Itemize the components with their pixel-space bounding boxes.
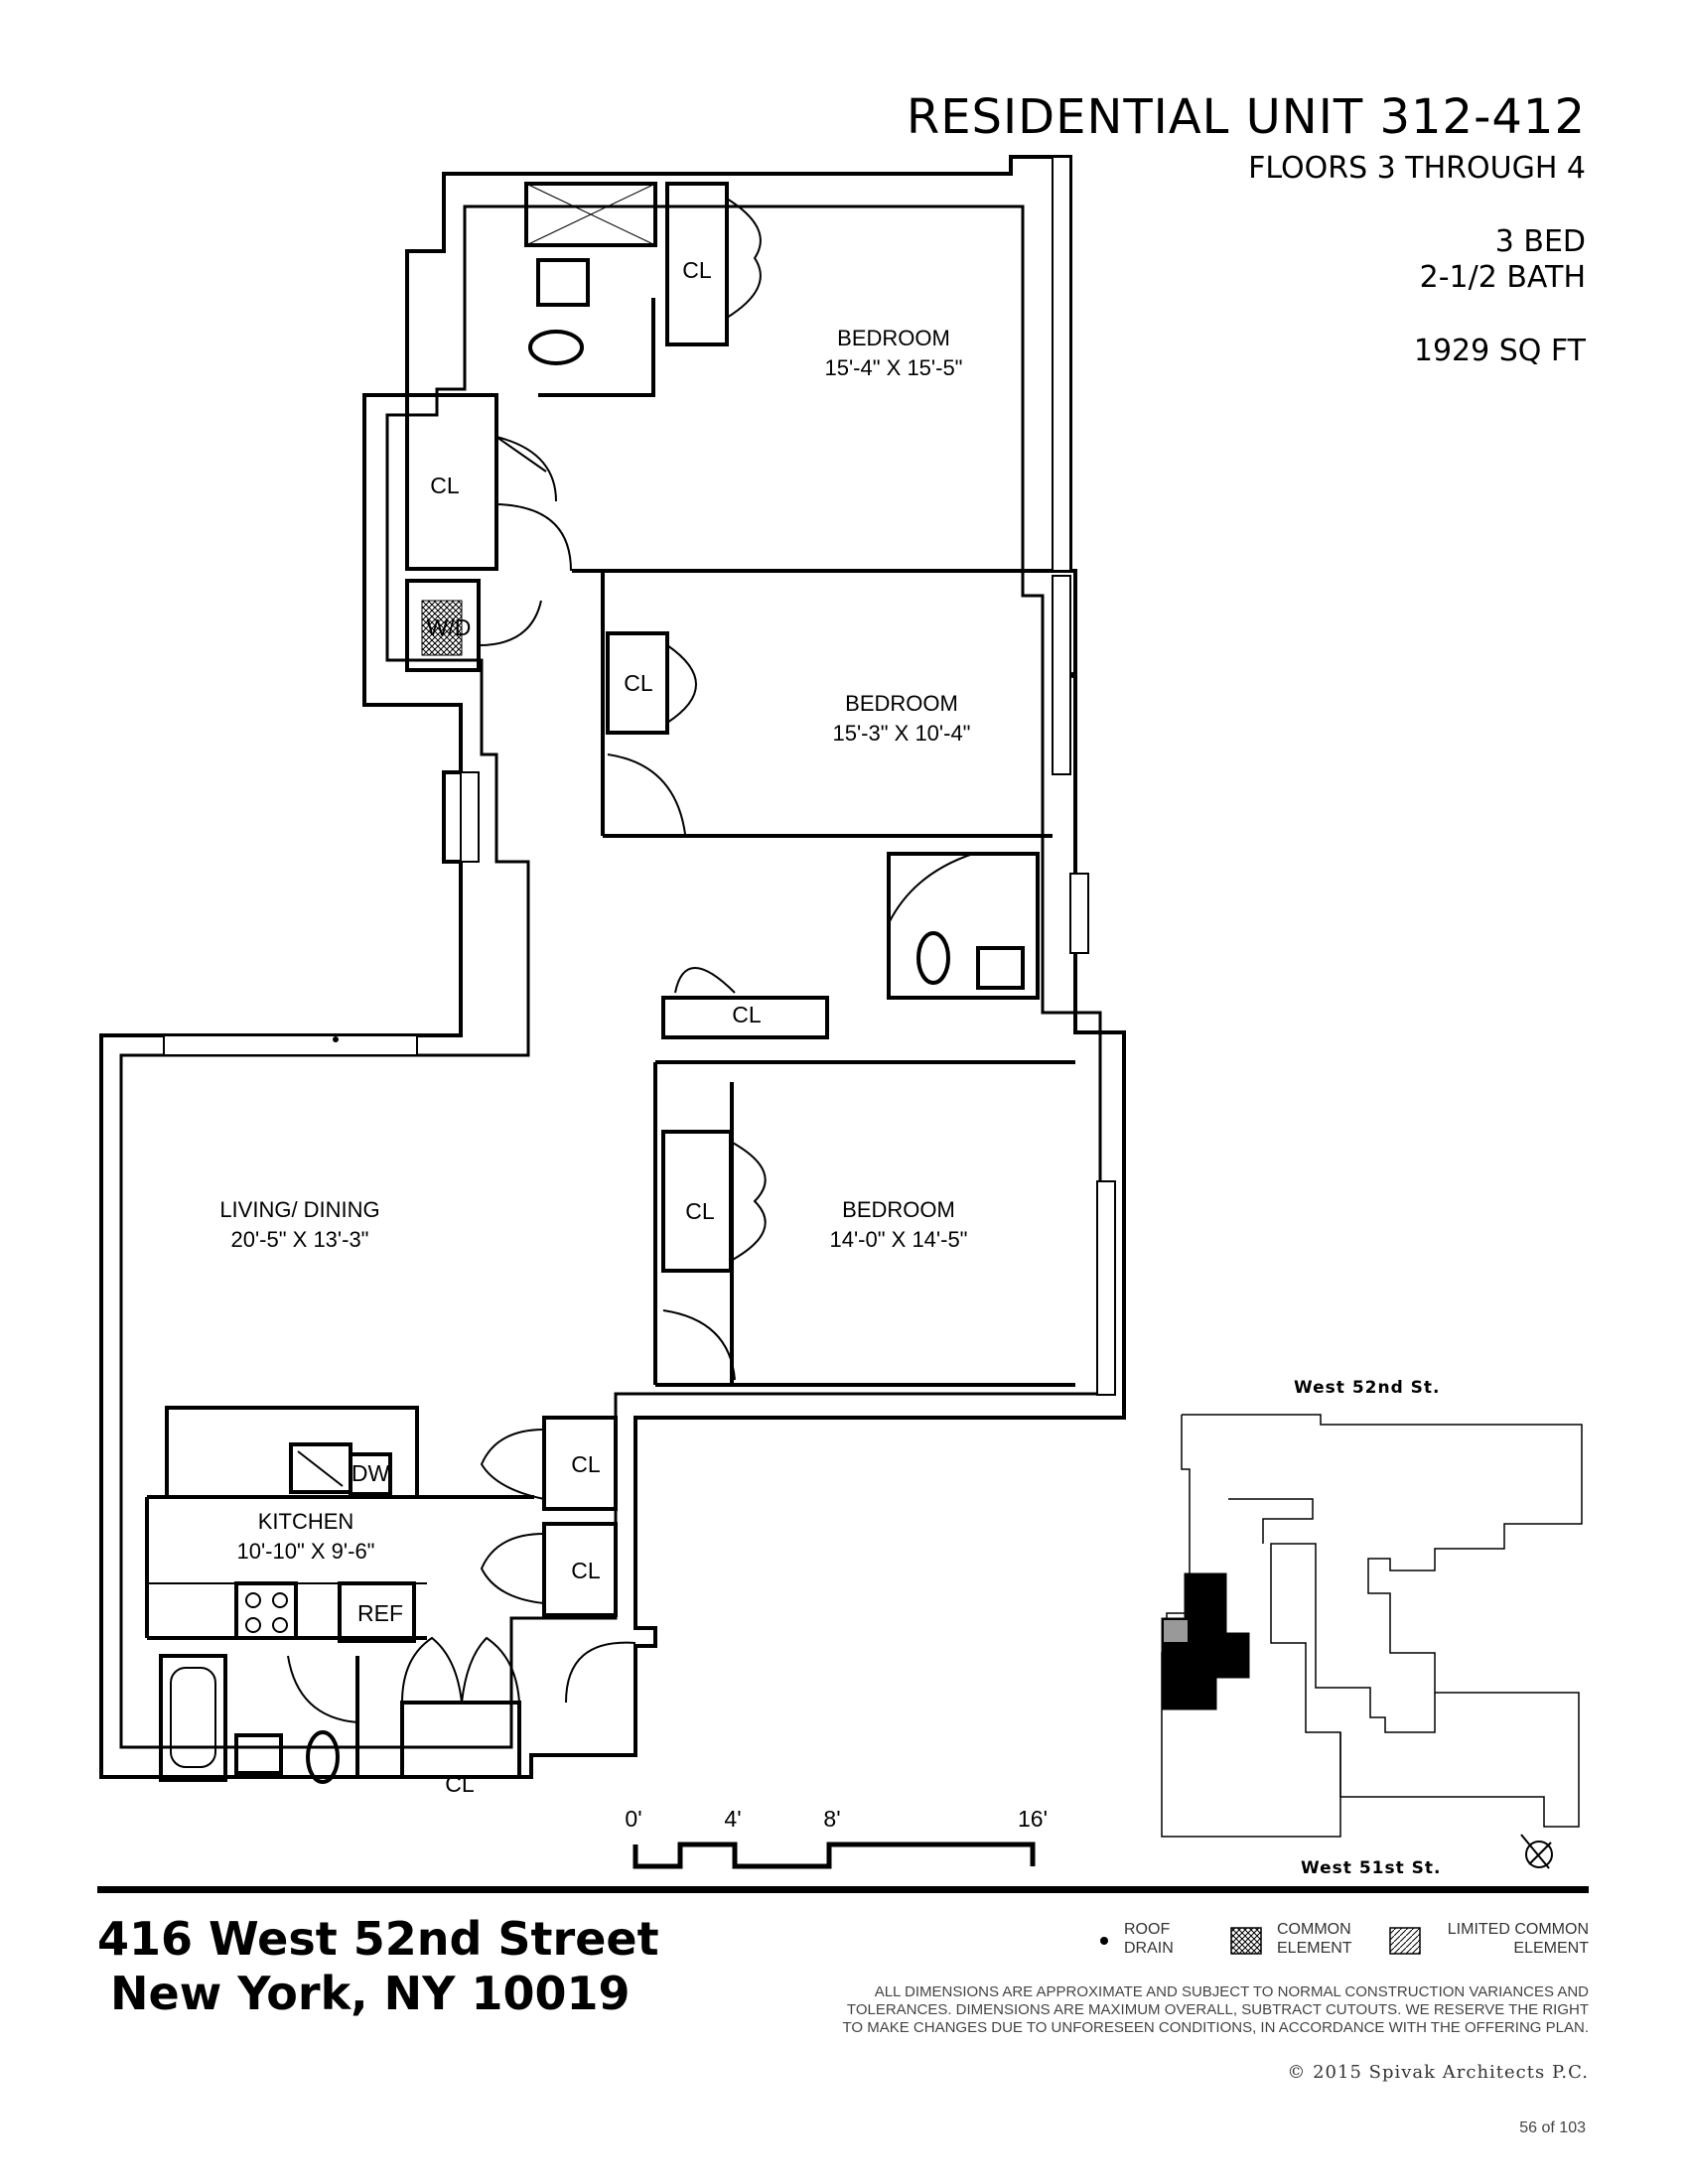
roof-drain-1	[1069, 672, 1075, 678]
scale-label-16: 16'	[1018, 1806, 1048, 1832]
scale-bar: 0' 4' 8' 16'	[625, 1806, 1048, 1869]
disclaimer-line-2: TOLERANCES. DIMENSIONS ARE MAXIMUM OVERA…	[846, 2001, 1589, 2018]
closet-label: CL	[571, 1451, 601, 1477]
bath2-toilet	[306, 1730, 340, 1784]
stove	[234, 1581, 298, 1640]
legend-common-element-line1: COMMON	[1277, 1921, 1351, 1938]
roof-drain-legend-icon	[1100, 1937, 1108, 1945]
bath2-sink	[234, 1733, 283, 1775]
hall-closet	[405, 393, 498, 571]
kitchen-closet-1	[542, 1416, 618, 1511]
windows-living	[163, 1034, 418, 1056]
refrigerator-outline	[338, 1581, 416, 1643]
bedroom3-label: BEDROOM	[842, 1197, 955, 1222]
disclaimer-line-1: ALL DIMENSIONS ARE APPROXIMATE AND SUBJE…	[874, 1983, 1589, 2000]
powder-room-sink	[976, 946, 1025, 990]
limited-common-element-legend-icon	[1389, 1927, 1421, 1955]
scale-label-4: 4'	[724, 1806, 741, 1832]
street-label-north: West 52nd St.	[1294, 1378, 1441, 1398]
powder-room-toilet	[916, 931, 950, 985]
address-line-1: 416 West 52nd Street	[97, 1912, 659, 1966]
closet-label: CL	[732, 1002, 762, 1027]
closet-label: CL	[685, 1198, 715, 1224]
bedroom2-label: BEDROOM	[845, 691, 958, 716]
street-label-south: West 51st St.	[1301, 1858, 1442, 1878]
legend-roof-drain: ROOF DRAIN	[1124, 1920, 1174, 1958]
bedroom2-closet	[606, 631, 669, 735]
legend-limited-common-line2: ELEMENT	[1513, 1940, 1589, 1957]
kitchen-closet-2	[542, 1522, 618, 1617]
floors-label: FLOORS 3 THROUGH 4	[1248, 151, 1586, 186]
common-element-legend-icon	[1230, 1927, 1262, 1955]
dishwasher-label: DW	[352, 1460, 390, 1486]
scale-label-0: 0'	[625, 1806, 641, 1832]
bath1-toilet	[528, 330, 584, 365]
closet-label: CL	[571, 1558, 601, 1583]
legend-common-element: COMMON ELEMENT	[1277, 1920, 1352, 1958]
bathtub	[159, 1654, 227, 1782]
entry-closet	[400, 1701, 521, 1779]
interior-wall-outline	[119, 205, 1102, 1749]
copyright: © 2015 Spivak Architects P.C.	[1287, 2062, 1589, 2083]
kitchen-size: 10'-10" X 9'-6"	[237, 1539, 375, 1564]
key-plan-unit-highlight	[1161, 1572, 1250, 1710]
powder-room	[887, 852, 1040, 1000]
washer-dryer-label: W/D	[427, 614, 472, 640]
legend-roof-drain-line2: DRAIN	[1124, 1940, 1174, 1957]
disclaimer-line-3: TO MAKE CHANGES DUE TO UNFORESEEN CONDIT…	[842, 2019, 1589, 2036]
closet-label: CL	[682, 257, 712, 283]
disclaimer: ALL DIMENSIONS ARE APPROXIMATE AND SUBJE…	[725, 1983, 1589, 2037]
address-line-2: New York, NY 10019	[110, 1967, 631, 2020]
bedroom-count: 3 BED	[1494, 224, 1586, 259]
exterior-wall-outline	[99, 155, 1126, 1779]
shower	[524, 182, 657, 247]
dishwasher-outline	[349, 1452, 392, 1496]
page-number: 56 of 103	[1519, 2119, 1586, 2136]
kitchen-label: KITCHEN	[258, 1509, 354, 1534]
windows-bedroom1	[1052, 156, 1071, 572]
key-plan-outline	[1182, 1414, 1583, 1828]
north-arrow-icon	[1520, 1834, 1553, 1869]
key-plan: West 52nd St. West 51st St.	[1161, 1378, 1583, 1878]
bedroom3-closet	[661, 1130, 733, 1273]
bath1-sink	[536, 258, 590, 307]
closet-label: CL	[430, 473, 460, 498]
windows-powder-room	[1069, 873, 1089, 954]
unit-title: RESIDENTIAL UNIT 312-412	[906, 89, 1586, 145]
bedroom1-size: 15'-4" X 15'-5"	[825, 355, 963, 380]
divider	[97, 1886, 1589, 1893]
closet-label: CL	[624, 670, 653, 696]
windows-hall	[460, 771, 480, 863]
living-size: 20'-5" X 13'-3"	[231, 1227, 369, 1252]
washer-dryer-closet	[405, 579, 481, 672]
square-footage: 1929 SQ FT	[1413, 334, 1586, 368]
bathroom-count: 2-1/2 BATH	[1419, 260, 1586, 295]
bedroom2-size: 15'-3" X 10'-4"	[833, 721, 971, 746]
hall-closet-2	[661, 996, 829, 1039]
bedroom1-closet	[665, 182, 729, 346]
windows-bedroom2	[1052, 575, 1071, 775]
legend-limited-common-line1: LIMITED COMMON	[1447, 1921, 1589, 1938]
refrigerator-label: REF	[357, 1600, 403, 1626]
legend-common-element-line2: ELEMENT	[1277, 1940, 1352, 1957]
bedroom1-label: BEDROOM	[837, 326, 950, 350]
windows-bedroom3	[1096, 1180, 1116, 1396]
legend-roof-drain-line1: ROOF	[1124, 1921, 1171, 1938]
roof-drain-2	[333, 1036, 339, 1042]
bedroom3-size: 14'-0" X 14'-5"	[830, 1227, 968, 1252]
scale-label-8: 8'	[823, 1806, 840, 1832]
legend-limited-common-element: LIMITED COMMON ELEMENT	[1436, 1920, 1589, 1958]
closet-label: CL	[445, 1771, 475, 1797]
living-label: LIVING/ DINING	[219, 1197, 379, 1222]
